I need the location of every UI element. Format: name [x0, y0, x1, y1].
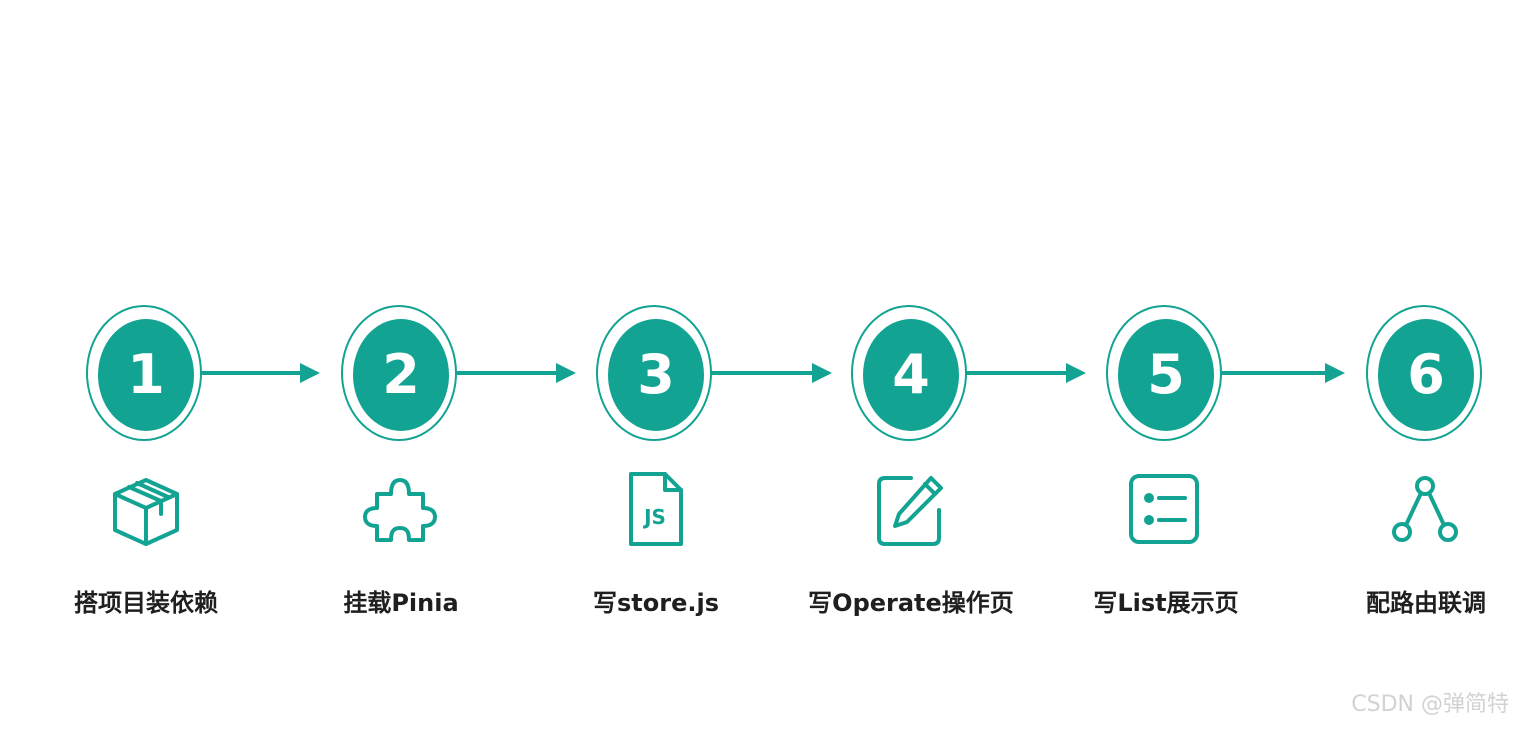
step-6-number: 6 [1378, 319, 1474, 431]
step-2-number: 2 [353, 319, 449, 431]
step-3-node: 3 [596, 305, 712, 441]
list-icon [1121, 466, 1207, 552]
step-1-label: 搭项目装依赖 [74, 589, 218, 617]
step-1-number: 1 [98, 319, 194, 431]
connector-5-6 [1220, 371, 1332, 375]
step-3-label: 写store.js [593, 589, 719, 617]
arrowhead-3-4 [812, 363, 832, 383]
step-2-ring: 2 [341, 305, 457, 441]
step-1-node: 1 [86, 305, 202, 441]
step-3-ring: 3 [596, 305, 712, 441]
edit-icon [867, 466, 953, 552]
arrowhead-4-5 [1066, 363, 1086, 383]
step-5-ring: 5 [1106, 305, 1222, 441]
step-6-node: 6 [1366, 305, 1482, 441]
connector-2-3 [455, 371, 567, 375]
step-3-number: 3 [608, 319, 704, 431]
box-icon [103, 466, 189, 552]
step-5-number: 5 [1118, 319, 1214, 431]
step-6-label: 配路由联调 [1366, 589, 1486, 617]
js-file-icon: JS [611, 466, 697, 552]
step-1-ring: 1 [86, 305, 202, 441]
connector-4-5 [965, 371, 1077, 375]
step-4-number: 4 [863, 319, 959, 431]
step-6-ring: 6 [1366, 305, 1482, 441]
connector-1-2 [200, 371, 312, 375]
step-4-node: 4 [851, 305, 967, 441]
route-icon [1382, 466, 1468, 552]
step-2-node: 2 [341, 305, 457, 441]
arrowhead-2-3 [556, 363, 576, 383]
step-5-label: 写List展示页 [1093, 589, 1239, 617]
arrowhead-1-2 [300, 363, 320, 383]
step-5-node: 5 [1106, 305, 1222, 441]
step-4-label: 写Operate操作页 [808, 589, 1014, 617]
step-4-ring: 4 [851, 305, 967, 441]
watermark: CSDN @弹简特 [1351, 692, 1509, 717]
step-2-label: 挂载Pinia [343, 589, 459, 617]
svg-text:JS: JS [642, 505, 666, 529]
connector-3-4 [710, 371, 822, 375]
puzzle-icon [357, 466, 443, 552]
arrowhead-5-6 [1325, 363, 1345, 383]
